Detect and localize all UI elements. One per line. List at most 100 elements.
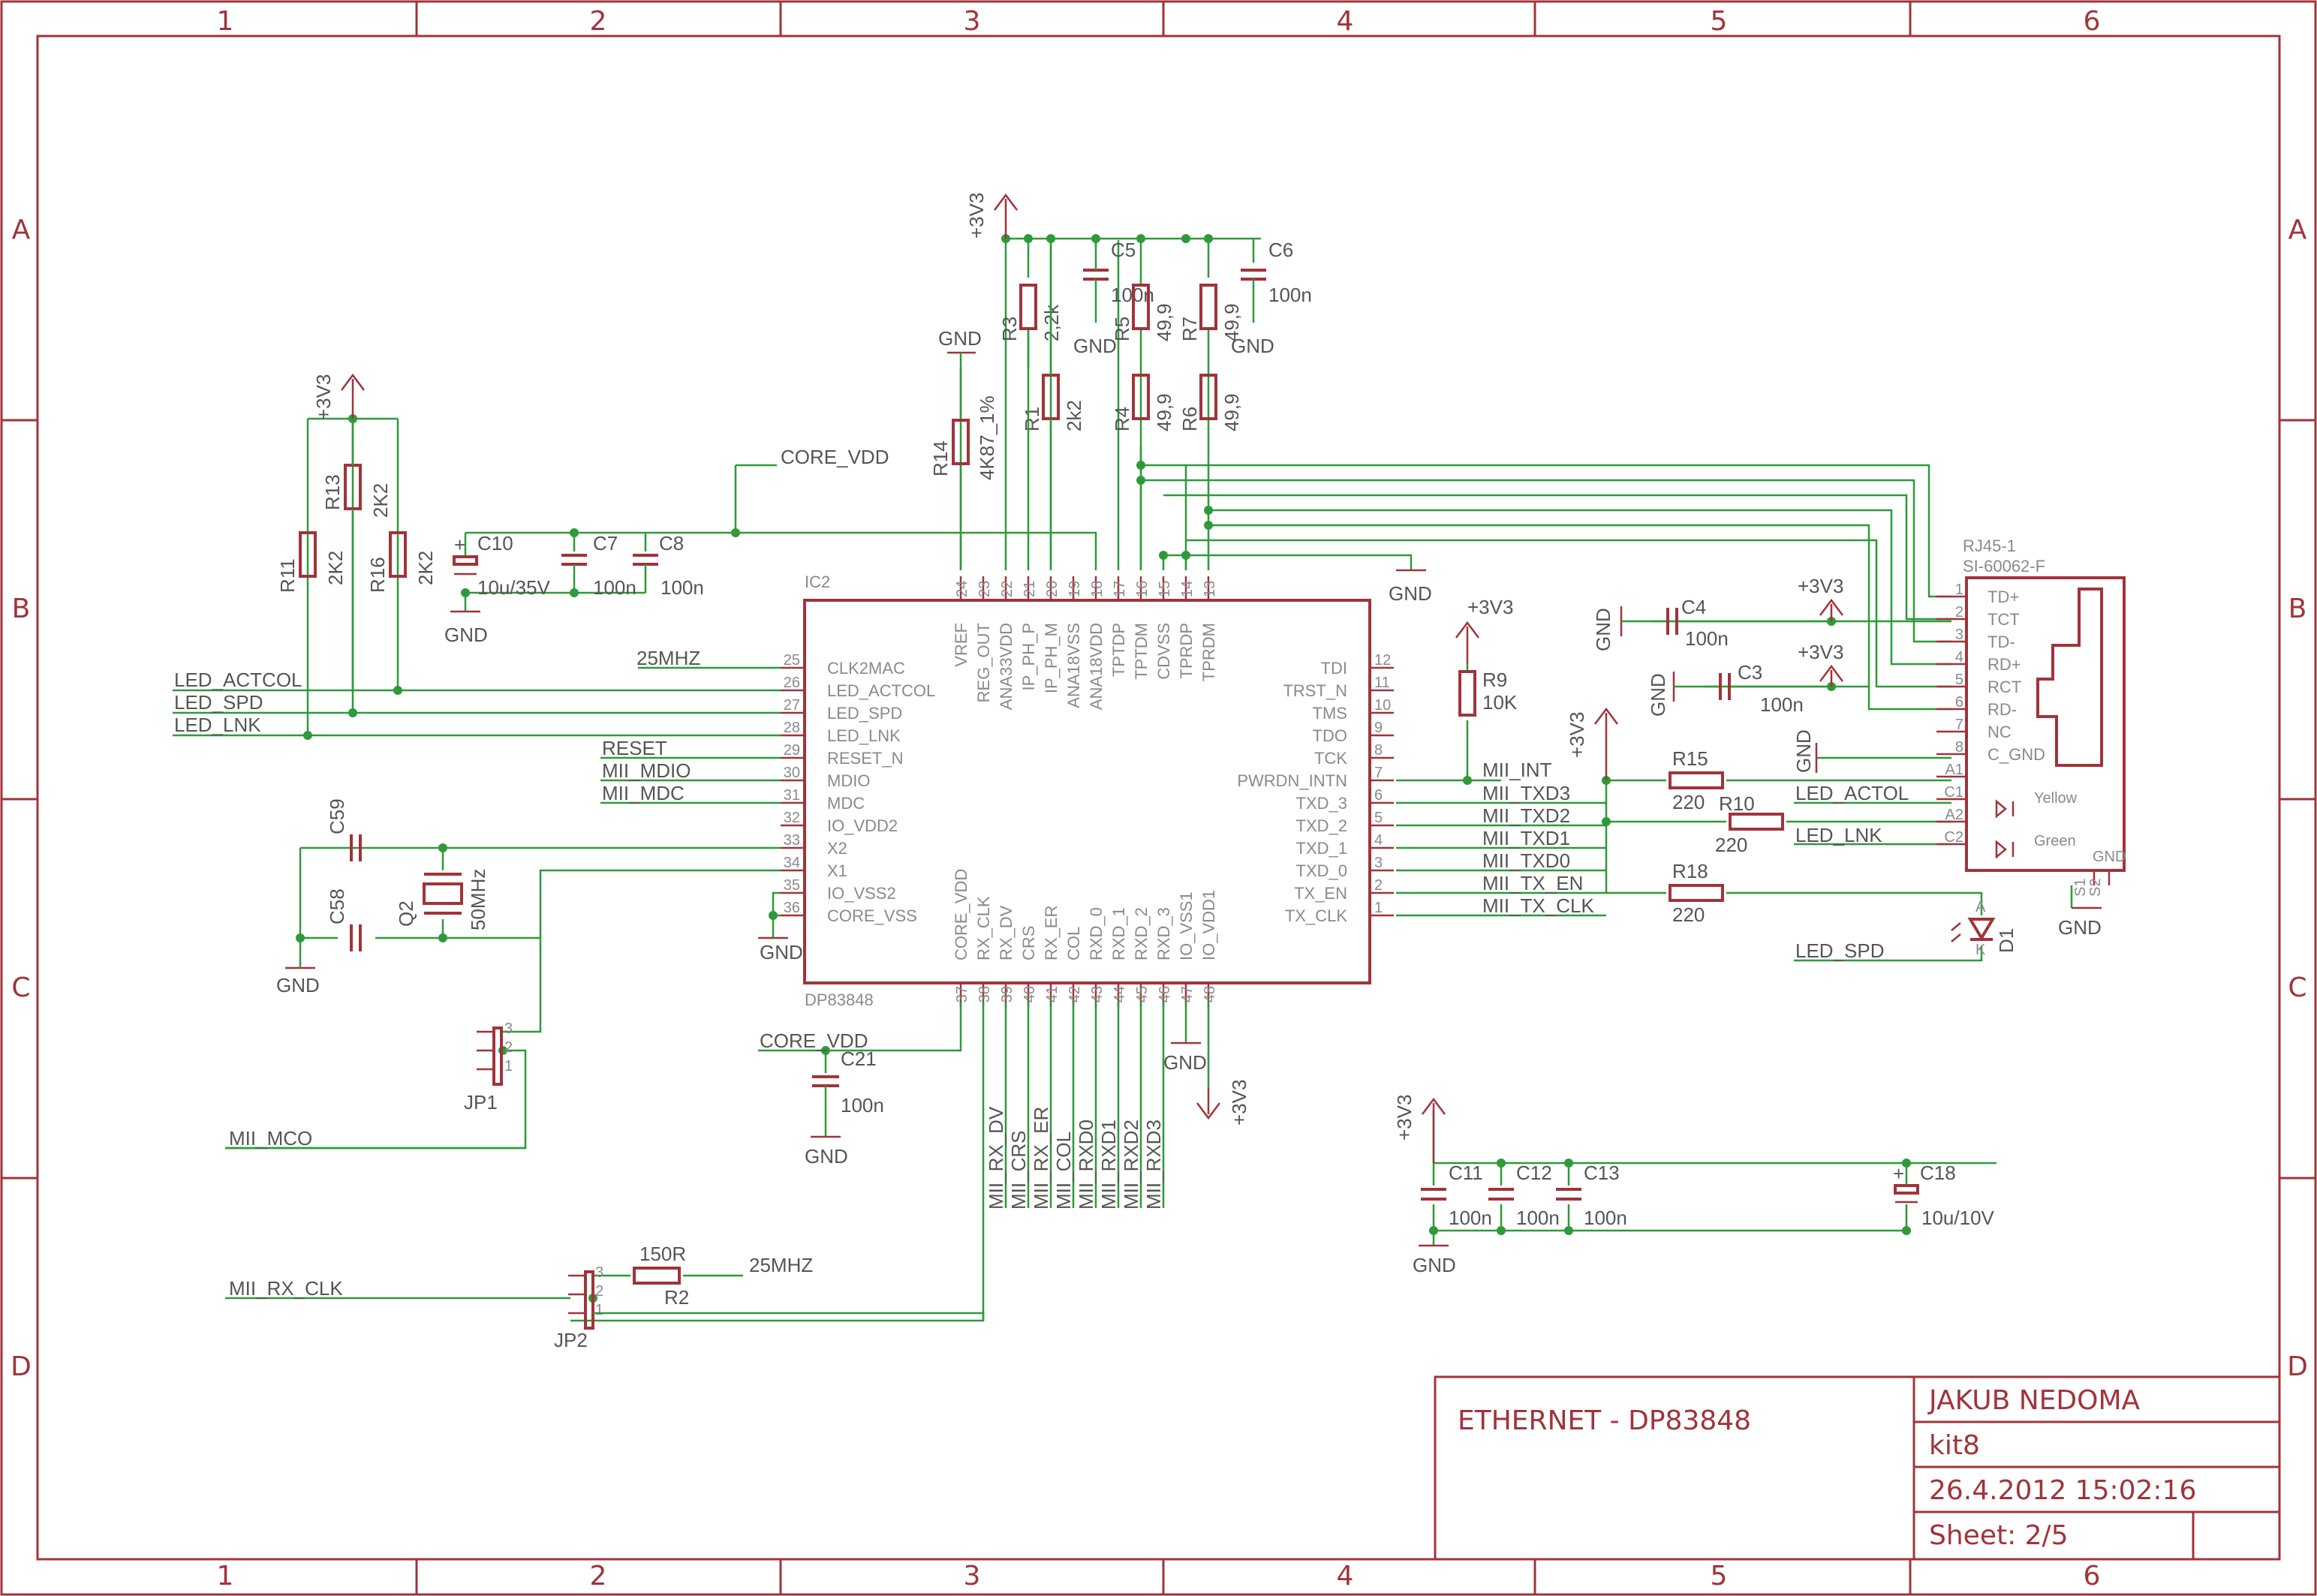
- c12-value: 100n: [1516, 1207, 1560, 1229]
- rj45-pin-num-6: 6: [1955, 694, 1963, 711]
- ic2-pin-num-8: 8: [1374, 742, 1383, 759]
- ic2-pin-name-43: RXD_0: [1087, 907, 1106, 960]
- c18-value: 10u/10V: [1921, 1207, 1995, 1229]
- ic2-pin-num-29: 29: [784, 742, 800, 759]
- c58-ref: C58: [326, 888, 348, 924]
- net-mii-rx-clk: MII_RX_CLK: [229, 1277, 343, 1300]
- ic2-pin-name-8: TCK: [1314, 749, 1347, 768]
- col-label-4: 4: [1337, 6, 1354, 37]
- gnd-label-c5: GND: [1073, 335, 1117, 357]
- rj45-part: SI-60062-F: [1963, 557, 2045, 576]
- ic2-pin-num-22: 22: [999, 581, 1016, 597]
- pwr-3v3-label-5: +3V3: [1798, 641, 1843, 663]
- r11-ref: R11: [276, 558, 299, 593]
- capacitor-c11: C11 100n: [1421, 1162, 1492, 1229]
- ic2-pin-name-36: CORE_VSS: [827, 906, 917, 925]
- c13-value: 100n: [1584, 1207, 1627, 1229]
- gnd-symbol-decoupling: GND: [1413, 1244, 1456, 1276]
- power-3v3-decoupling: +3V3: [1393, 1095, 1446, 1163]
- rj45-pin-num-C1: C1: [1944, 784, 1963, 801]
- resistor-r13: R13 2K2: [321, 419, 392, 713]
- c21-ref: C21: [841, 1047, 877, 1070]
- rj45-pin-num-C2: C2: [1944, 829, 1963, 846]
- ic2-pin-name-5: TXD_2: [1296, 816, 1347, 835]
- rj45-pin-name-2: TCT: [1988, 610, 2020, 629]
- ic2-ref: IC2: [805, 573, 830, 591]
- ic2-pin-name-23: REG_OUT: [974, 623, 993, 702]
- pwr-3v3-label-7: +3V3: [1393, 1095, 1416, 1141]
- r14-value: 4K87_1%: [976, 395, 998, 480]
- crystal-q2: Q2 50MHz: [395, 869, 489, 930]
- ic2-pin-num-37: 37: [954, 986, 970, 1002]
- frame-column-labels-bottom: 1 2 3 4 5 6: [217, 1561, 2101, 1591]
- gnd-label-io-vss1: GND: [1163, 1051, 1207, 1074]
- col-label-2-bottom: 2: [590, 1561, 607, 1591]
- ic2-pin-name-14: TPRDP: [1177, 623, 1196, 679]
- net-rx-bus-6: MII_RXD2: [1120, 1120, 1142, 1210]
- c4-ref: C4: [1681, 596, 1706, 618]
- ic2-pin-name-29: RESET_N: [827, 749, 903, 768]
- resistor-r15: R15 220: [1669, 747, 1724, 813]
- ic2-pin-name-18: ANA18VDD: [1087, 623, 1106, 710]
- ic2-pin-num-26: 26: [784, 675, 800, 691]
- d1-cathode: K: [1975, 942, 1986, 958]
- capacitor-c8: C8 100n: [633, 532, 704, 599]
- ic2-pin-num-31: 31: [784, 787, 800, 804]
- gnd-symbol-core-vss: GND: [758, 936, 803, 963]
- net-core-vdd-bottom: CORE_VDD: [760, 1029, 868, 1052]
- ic2-pin-name-48: IO_VDD1: [1199, 890, 1218, 960]
- ic2-pin-num-6: 6: [1374, 787, 1383, 804]
- ic2-pin-num-15: 15: [1157, 581, 1173, 597]
- ic2-pin-num-41: 41: [1044, 986, 1061, 1002]
- net-rx-bus-5: MII_RXD1: [1097, 1120, 1120, 1210]
- c11-ref: C11: [1449, 1162, 1483, 1184]
- c3-ref: C3: [1738, 661, 1762, 684]
- r2-value: 150R: [639, 1243, 686, 1265]
- ic2-pin-num-25: 25: [784, 652, 800, 669]
- ic2-pin-num-4: 4: [1374, 832, 1383, 849]
- ic2-pin-name-11: TRST_N: [1283, 681, 1347, 700]
- col-label-3-bottom: 3: [964, 1561, 981, 1591]
- capacitor-c3: GND C3 100n: [1647, 661, 1831, 717]
- net-rx-bus-0: MII_RX_DV: [985, 1106, 1007, 1210]
- col-label-1-bottom: 1: [217, 1561, 234, 1591]
- d1-anode: A: [1975, 899, 1986, 915]
- rj45-pin-name-5: RCT: [1988, 678, 2021, 696]
- rj45-pin-num-8: 8: [1955, 739, 1963, 756]
- ic2-pin-num-36: 36: [784, 900, 800, 916]
- ic2-pin-name-46: RXD_3: [1154, 907, 1173, 960]
- ic2-pin-name-40: CRS: [1019, 926, 1038, 960]
- rj45-pin-num-3: 3: [1955, 627, 1963, 643]
- ic2-pin-name-3: TXD_0: [1296, 861, 1347, 880]
- c8-value: 100n: [660, 576, 704, 599]
- jp1-ref: JP1: [464, 1091, 498, 1114]
- net-rx-bus-4: MII_RXD0: [1075, 1120, 1097, 1210]
- ic2-pin-name-39: RX_DV: [997, 905, 1016, 960]
- rj45-led-green: Green: [2034, 833, 2076, 849]
- rj45-pin-num-4: 4: [1955, 649, 1963, 666]
- ic2-pin-num-14: 14: [1179, 581, 1196, 597]
- r15-value: 220: [1672, 791, 1705, 813]
- ic2-pin-num-7: 7: [1374, 765, 1383, 781]
- ic2-pin-num-44: 44: [1112, 986, 1128, 1002]
- r6-ref: R6: [1178, 407, 1201, 431]
- pwr-3v3-label-3: +3V3: [1228, 1080, 1250, 1126]
- ic2-pin-num-20: 20: [1044, 581, 1061, 597]
- jumper-jp2: 3 2 1 JP2: [554, 1264, 603, 1351]
- resistor-r2: 150R R2: [633, 1243, 689, 1309]
- ic2-pin-num-2: 2: [1374, 877, 1383, 894]
- ic2-pin-name-22: ANA33VDD: [997, 623, 1016, 710]
- r15-ref: R15: [1672, 747, 1708, 770]
- c5-ref: C5: [1111, 239, 1136, 261]
- ic2-pin-name-4: TXD_1: [1296, 839, 1347, 858]
- power-3v3-io-vdd1: +3V3: [1196, 1080, 1250, 1126]
- r18-ref: R18: [1672, 860, 1708, 882]
- r16-value: 2K2: [414, 551, 437, 585]
- r5-value: 49,9: [1153, 303, 1175, 341]
- ic2-pin-name-38: RX_CLK: [974, 896, 993, 960]
- frame-row-labels-right: A B C D: [2287, 215, 2308, 1382]
- pwr-3v3-label-1: +3V3: [312, 374, 335, 420]
- title-block-title: ETHERNET - DP83848: [1458, 1405, 1751, 1436]
